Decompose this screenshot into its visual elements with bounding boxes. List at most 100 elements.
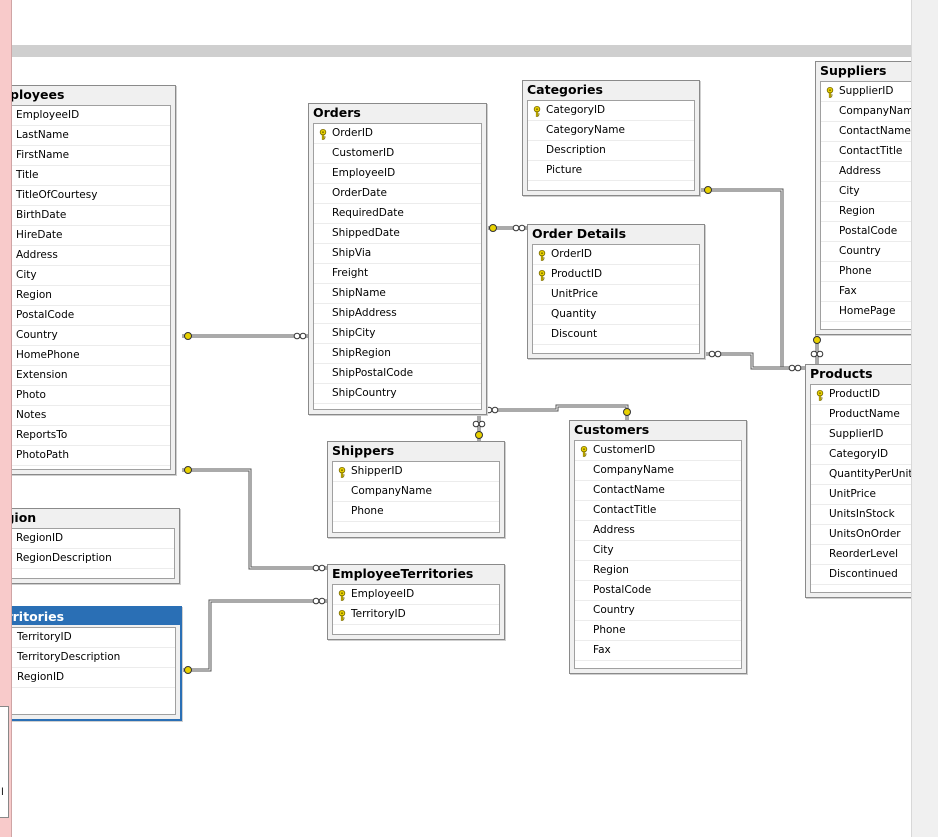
column-row[interactable]: CustomerID bbox=[314, 144, 481, 164]
table-suppliers[interactable]: Suppliers SupplierIDCompanyNameContactNa… bbox=[815, 61, 911, 335]
column-row[interactable]: CategoryID bbox=[528, 101, 694, 121]
column-row[interactable]: EmployeeID bbox=[314, 164, 481, 184]
relationship-line[interactable] bbox=[485, 404, 629, 420]
column-row[interactable]: Title bbox=[12, 166, 170, 186]
column-row[interactable]: RequiredDate bbox=[314, 204, 481, 224]
column-row[interactable]: Address bbox=[821, 162, 911, 182]
column-row[interactable]: BirthDate bbox=[12, 206, 170, 226]
column-row[interactable]: TerritoryID bbox=[333, 605, 499, 625]
column-row[interactable]: Region bbox=[575, 561, 741, 581]
column-row[interactable]: OrderDate bbox=[314, 184, 481, 204]
column-row[interactable]: CategoryName bbox=[528, 121, 694, 141]
column-row[interactable]: HomePage bbox=[821, 302, 911, 322]
column-row[interactable]: ContactTitle bbox=[575, 501, 741, 521]
column-row[interactable]: ShipRegion bbox=[314, 344, 481, 364]
column-row[interactable]: Fax bbox=[821, 282, 911, 302]
column-row[interactable]: Photo bbox=[12, 386, 170, 406]
vertical-scrollbar[interactable] bbox=[911, 0, 938, 837]
column-row[interactable]: EmployeeID bbox=[12, 106, 170, 126]
table-territories[interactable]: erritories TerritoryIDTerritoryDescripti… bbox=[12, 606, 182, 721]
column-row[interactable]: HomePhone bbox=[12, 346, 170, 366]
column-row[interactable]: Phone bbox=[575, 621, 741, 641]
column-row[interactable]: Extension bbox=[12, 366, 170, 386]
column-row[interactable]: Phone bbox=[333, 502, 499, 522]
column-row[interactable]: PostalCode bbox=[12, 306, 170, 326]
column-row[interactable]: CompanyName bbox=[333, 482, 499, 502]
relationship-line[interactable] bbox=[697, 188, 805, 370]
column-row[interactable]: OrderID bbox=[533, 245, 699, 265]
column-row[interactable]: Description bbox=[528, 141, 694, 161]
column-row[interactable]: HireDate bbox=[12, 226, 170, 246]
column-row[interactable]: ShipCity bbox=[314, 324, 481, 344]
column-row[interactable]: UnitsInStock bbox=[811, 505, 911, 525]
column-row[interactable]: Address bbox=[12, 246, 170, 266]
column-row[interactable]: ShipVia bbox=[314, 244, 481, 264]
column-row[interactable]: CompanyName bbox=[575, 461, 741, 481]
column-row[interactable]: CategoryID bbox=[811, 445, 911, 465]
column-row[interactable]: ContactName bbox=[575, 481, 741, 501]
column-row[interactable]: OrderID bbox=[314, 124, 481, 144]
column-row[interactable]: ReorderLevel bbox=[811, 545, 911, 565]
column-row[interactable]: ContactTitle bbox=[821, 142, 911, 162]
relationship-line[interactable] bbox=[182, 468, 327, 570]
column-row[interactable]: RegionID bbox=[12, 529, 174, 549]
column-row[interactable]: ProductID bbox=[533, 265, 699, 285]
column-row[interactable]: UnitsOnOrder bbox=[811, 525, 911, 545]
column-row[interactable]: TitleOfCourtesy bbox=[12, 186, 170, 206]
column-row[interactable]: Country bbox=[12, 326, 170, 346]
column-row[interactable]: Country bbox=[575, 601, 741, 621]
column-row[interactable]: Notes bbox=[12, 406, 170, 426]
column-row[interactable]: ShipCountry bbox=[314, 384, 481, 404]
column-row[interactable]: QuantityPerUnit bbox=[811, 465, 911, 485]
column-row[interactable]: ShipperID bbox=[333, 462, 499, 482]
column-row[interactable]: RegionDescription bbox=[12, 549, 174, 569]
column-row[interactable]: ShipAddress bbox=[314, 304, 481, 324]
column-row[interactable]: Discontinued bbox=[811, 565, 911, 585]
column-row[interactable]: Fax bbox=[575, 641, 741, 661]
column-row[interactable]: PostalCode bbox=[821, 222, 911, 242]
column-row[interactable]: CustomerID bbox=[575, 441, 741, 461]
column-row[interactable]: ShipPostalCode bbox=[314, 364, 481, 384]
column-row[interactable]: TerritoryID bbox=[12, 628, 175, 648]
column-row[interactable]: City bbox=[12, 266, 170, 286]
column-row[interactable]: LastName bbox=[12, 126, 170, 146]
column-row[interactable]: UnitPrice bbox=[811, 485, 911, 505]
column-row[interactable]: SupplierID bbox=[821, 82, 911, 102]
column-row[interactable]: UnitPrice bbox=[533, 285, 699, 305]
column-row[interactable]: PhotoPath bbox=[12, 446, 170, 466]
column-row[interactable]: Discount bbox=[533, 325, 699, 345]
column-row[interactable]: ShipName bbox=[314, 284, 481, 304]
column-row[interactable]: City bbox=[821, 182, 911, 202]
table-employees[interactable]: mployees EmployeeIDLastNameFirstNameTitl… bbox=[12, 85, 176, 475]
column-row[interactable]: FirstName bbox=[12, 146, 170, 166]
column-row[interactable]: Picture bbox=[528, 161, 694, 181]
column-row[interactable]: Freight bbox=[314, 264, 481, 284]
column-row[interactable]: PostalCode bbox=[575, 581, 741, 601]
column-row[interactable]: ProductID bbox=[811, 385, 911, 405]
column-row[interactable]: Quantity bbox=[533, 305, 699, 325]
column-row[interactable]: SupplierID bbox=[811, 425, 911, 445]
column-row[interactable]: RegionID bbox=[12, 668, 175, 688]
column-row[interactable]: Address bbox=[575, 521, 741, 541]
column-row[interactable]: ReportsTo bbox=[12, 426, 170, 446]
column-row[interactable]: TerritoryDescription bbox=[12, 648, 175, 668]
column-row[interactable]: EmployeeID bbox=[333, 585, 499, 605]
column-row[interactable]: Region bbox=[12, 286, 170, 306]
column-row[interactable]: ShippedDate bbox=[314, 224, 481, 244]
relationship-line[interactable] bbox=[182, 599, 327, 672]
column-row[interactable]: ContactName bbox=[821, 122, 911, 142]
column-row[interactable]: Country bbox=[821, 242, 911, 262]
column-row[interactable]: Phone bbox=[821, 262, 911, 282]
column-row[interactable]: CompanyName bbox=[821, 102, 911, 122]
diagram-canvas[interactable]: mployees EmployeeIDLastNameFirstNameTitl… bbox=[12, 57, 911, 837]
column-row[interactable]: City bbox=[575, 541, 741, 561]
column-row[interactable]: ProductName bbox=[811, 405, 911, 425]
